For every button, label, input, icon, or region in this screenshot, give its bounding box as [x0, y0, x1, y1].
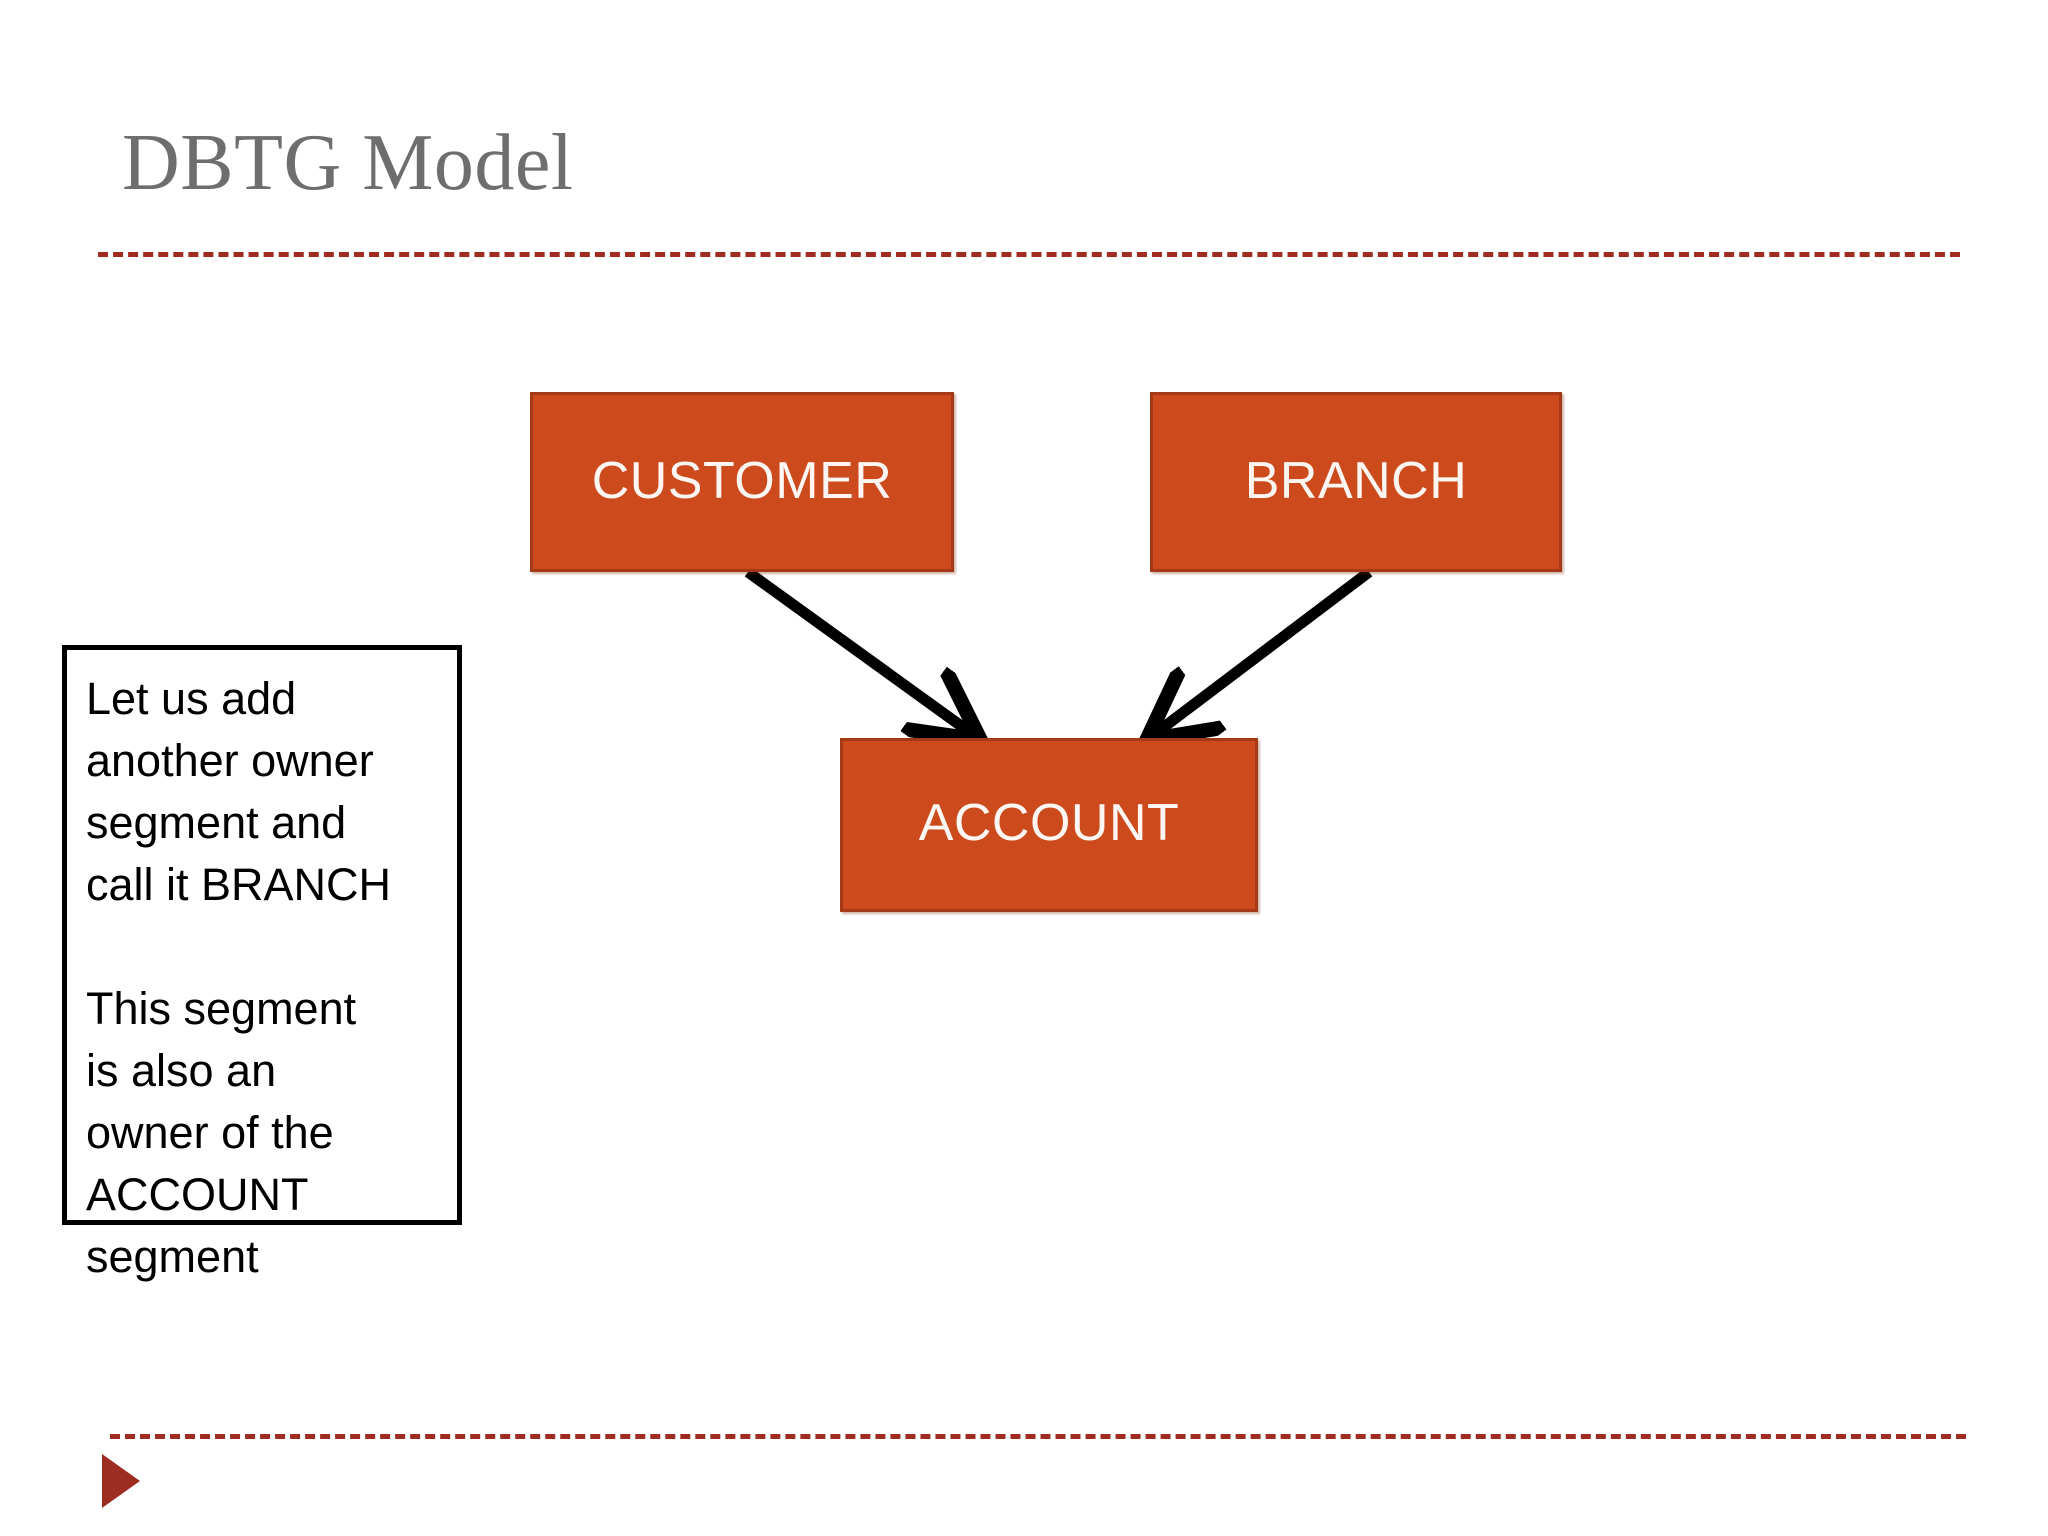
entity-label-account: ACCOUNT [918, 794, 1180, 852]
triangle-right-icon [102, 1454, 140, 1508]
entity-label-customer: CUSTOMER [591, 452, 893, 510]
entity-box-account[interactable]: ACCOUNT [840, 738, 1258, 912]
entity-box-branch[interactable]: BRANCH [1150, 392, 1562, 572]
footer-divider-rule [110, 1434, 1966, 1439]
title-divider-rule [98, 252, 1960, 257]
entity-box-customer[interactable]: CUSTOMER [530, 392, 954, 572]
connector-customer-to-account [744, 567, 975, 736]
note-textbox-text: Let us add another owner segment and cal… [86, 673, 392, 1282]
page-title: DBTG Model [122, 119, 574, 207]
entity-label-branch: BRANCH [1244, 452, 1468, 510]
note-textbox-border [62, 645, 462, 1225]
connector-branch-to-account [1152, 567, 1373, 736]
